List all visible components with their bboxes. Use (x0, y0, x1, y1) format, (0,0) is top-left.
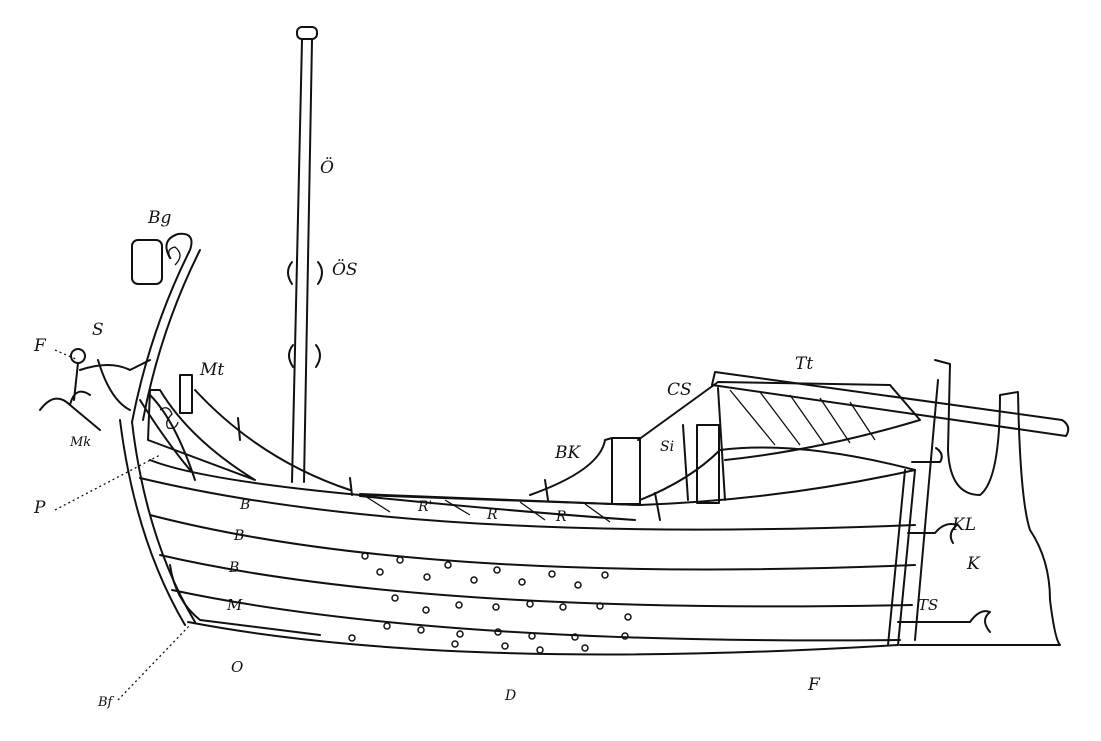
label-tt: Tt (795, 354, 814, 374)
label-b-2: B (234, 528, 245, 544)
label-r-1: R (487, 507, 498, 523)
label-b-3: B (229, 560, 240, 576)
label-d: D (505, 688, 517, 704)
label-o: O (231, 658, 244, 676)
label-r-prime: R' (418, 499, 433, 515)
label-s: S (92, 320, 104, 340)
label-p: P (34, 498, 46, 518)
label-cs: CS (667, 380, 692, 400)
mast (287, 26, 323, 483)
label-oe: Ö (320, 158, 334, 178)
label-f-stern: F (808, 675, 820, 695)
label-bg: Bg (148, 208, 172, 228)
label-b-1: B (240, 497, 251, 513)
label-ts: TS (918, 596, 939, 614)
cabin (237, 381, 921, 521)
bow-ornament (147, 374, 351, 491)
rudder (897, 359, 1061, 646)
label-bk: BK (555, 443, 581, 463)
label-oes: ÖS (332, 260, 358, 280)
label-bf: Bf (98, 695, 113, 710)
label-mk: Mk (70, 435, 92, 450)
label-f-bow: F (34, 336, 46, 356)
bow-stem (39, 232, 201, 626)
leader-lines (54, 349, 191, 701)
tiller (711, 371, 1070, 437)
label-kl: KL (952, 515, 976, 535)
label-k: K (967, 554, 980, 574)
hull (139, 459, 916, 656)
label-m: M (227, 596, 243, 614)
label-r-2: R (556, 509, 567, 525)
hull-rivets (348, 552, 632, 654)
label-si: Si (660, 439, 675, 455)
label-mt: Mt (200, 360, 225, 380)
